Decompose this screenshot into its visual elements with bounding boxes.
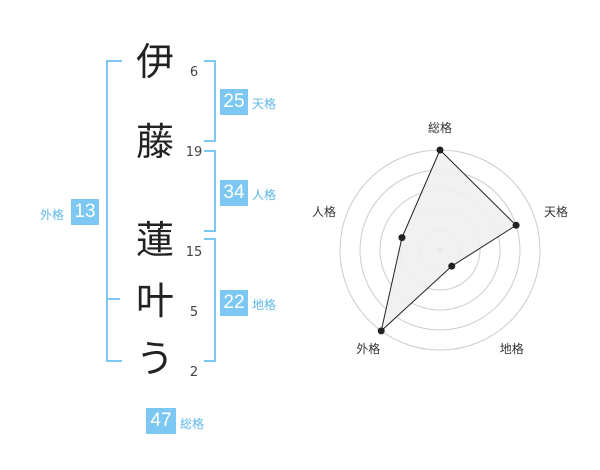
name-char-1: 伊 <box>135 40 174 84</box>
stroke-count-4: 5 <box>189 305 199 320</box>
stroke-count-5: 2 <box>189 365 199 380</box>
radar-chart <box>339 146 541 351</box>
stroke-count-1: 6 <box>189 65 199 80</box>
jinkaku-value: 34 <box>220 180 248 206</box>
chikaku-label: 地格 <box>252 298 277 312</box>
name-char-5: う <box>135 337 174 381</box>
radar-point-3 <box>448 262 456 270</box>
radar-axis-label-1: 総格 <box>427 121 452 135</box>
name-char-2: 藤 <box>135 120 174 164</box>
chikaku-bracket <box>204 238 216 362</box>
name-char-3: 蓮 <box>135 218 174 262</box>
radar-series-polygon <box>380 149 517 333</box>
radar-axis-label-5: 人格 <box>311 205 336 220</box>
tenkaku-value: 25 <box>220 89 248 115</box>
gaikaku-value: 13 <box>71 199 99 225</box>
stroke-count-3: 15 <box>185 245 203 260</box>
tenkaku-label: 天格 <box>252 97 277 111</box>
radar-point-2 <box>512 221 520 229</box>
stroke-count-2: 19 <box>185 145 203 160</box>
radar-axis-label-4: 外格 <box>356 341 381 356</box>
tenkaku-bracket <box>204 60 216 142</box>
gaikaku-bracket-divider <box>106 298 120 300</box>
jinkaku-label: 人格 <box>252 188 277 202</box>
radar-point-1 <box>436 146 444 154</box>
radar-point-5 <box>398 234 406 242</box>
gaikaku-bracket <box>106 60 122 362</box>
soukaku-value: 47 <box>146 408 176 434</box>
radar-axis-label-3: 地格 <box>499 341 524 356</box>
name-char-4: 叶 <box>135 279 174 323</box>
gaikaku-label: 外格 <box>40 208 65 222</box>
radar-axis-label-2: 天格 <box>544 205 569 220</box>
jinkaku-bracket <box>204 150 216 232</box>
chikaku-value: 22 <box>220 290 248 316</box>
soukaku-label: 総格 <box>180 417 205 431</box>
radar-point-4 <box>377 327 385 335</box>
